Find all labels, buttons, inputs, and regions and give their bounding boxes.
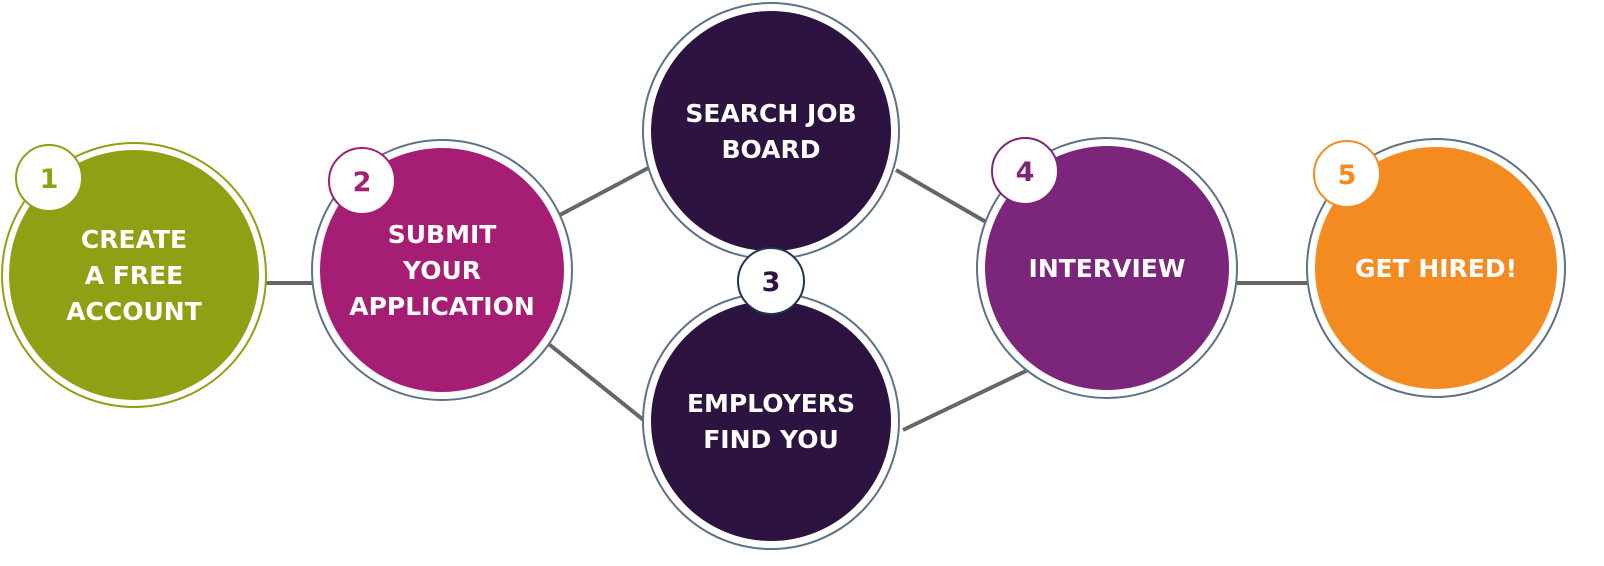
- step-circle: [651, 301, 891, 541]
- step-label-line: CREATE: [81, 225, 187, 254]
- connector-2-3b: [533, 331, 648, 424]
- step-label-line: GET HIRED!: [1355, 254, 1517, 283]
- badge-circle: [737, 247, 805, 315]
- step-label-line: INTERVIEW: [1029, 254, 1186, 283]
- step-1-create-account: CREATE A FREE ACCOUNT: [1, 142, 267, 408]
- step-label-line: SUBMIT: [388, 220, 497, 249]
- step-label-line: YOUR: [402, 256, 481, 285]
- badge-circle: [15, 144, 83, 212]
- step-number-badge-1: 1: [15, 144, 83, 212]
- step-number-badge-2: 2: [328, 147, 396, 215]
- step-label-line: A FREE: [85, 261, 184, 290]
- step-4-interview: INTERVIEW: [976, 137, 1238, 399]
- step-circle: [651, 11, 891, 251]
- step-number: 2: [353, 167, 372, 198]
- step-3-search-job-board: SEARCH JOB BOARD: [642, 2, 900, 260]
- step-label-line: FIND YOU: [703, 425, 839, 454]
- step-label-line: EMPLOYERS: [687, 389, 855, 418]
- badge-circle: [328, 147, 396, 215]
- step-number: 3: [762, 267, 781, 298]
- badge-circle: [1313, 140, 1381, 208]
- step-number: 5: [1338, 160, 1357, 191]
- step-number: 1: [40, 164, 59, 195]
- step-label-line: APPLICATION: [349, 292, 535, 321]
- step-label-line: ACCOUNT: [66, 297, 202, 326]
- step-circle: [985, 146, 1229, 390]
- connector-2-3a: [557, 164, 653, 218]
- connector-3b-4: [902, 368, 1029, 432]
- step-3-employers-find-you: EMPLOYERS FIND YOU: [642, 292, 900, 550]
- badge-circle: [991, 137, 1059, 205]
- connector-3a-4: [894, 168, 988, 224]
- step-5-get-hired: GET HIRED!: [1306, 138, 1566, 398]
- step-number-badge-5: 5: [1313, 140, 1381, 208]
- step-label-line: BOARD: [722, 135, 821, 164]
- step-circle: [1315, 147, 1557, 389]
- step-number-badge-4: 4: [991, 137, 1059, 205]
- step-number: 4: [1016, 157, 1035, 188]
- step-label-line: SEARCH JOB: [685, 99, 856, 128]
- step-circle: [9, 150, 259, 400]
- step-number-badge-3: 3: [737, 247, 805, 315]
